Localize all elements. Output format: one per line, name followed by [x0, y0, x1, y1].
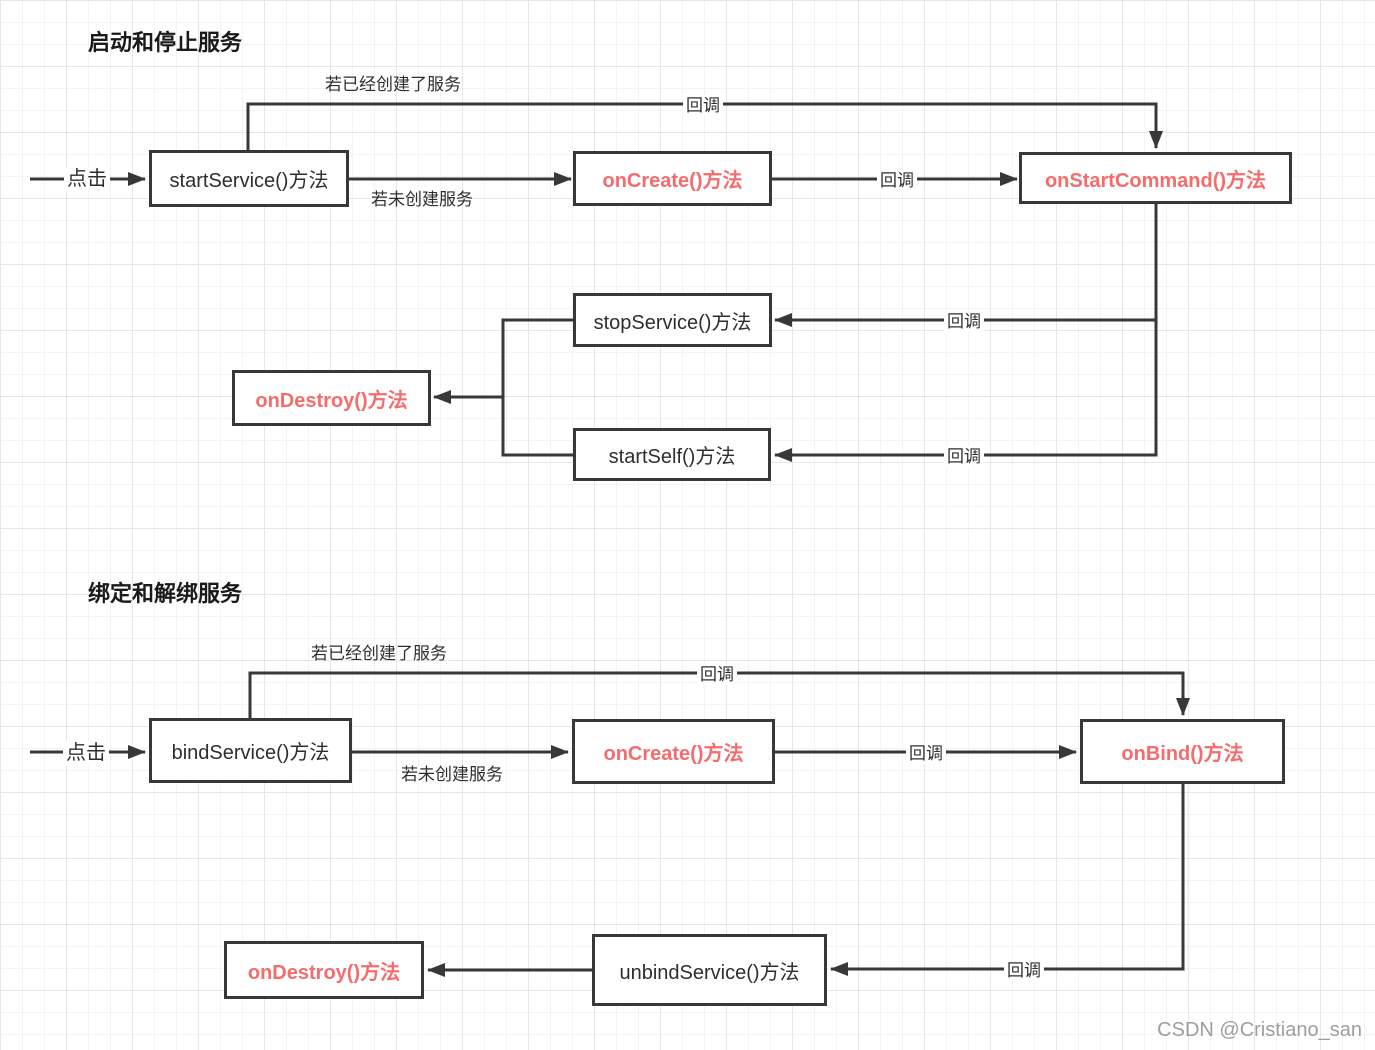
- node-ondestroy-2: onDestroy()方法: [224, 941, 424, 999]
- node-unbind-service: unbindService()方法: [592, 934, 827, 1006]
- label-if-created-1: 若已经创建了服务: [325, 75, 461, 94]
- label-if-created-2: 若已经创建了服务: [311, 644, 447, 663]
- label-callback-stop: 回调: [944, 311, 984, 333]
- node-bind-service: bindService()方法: [149, 718, 352, 783]
- label-if-not-created-1: 若未创建服务: [371, 190, 473, 209]
- node-oncreate-1: onCreate()方法: [573, 151, 772, 206]
- node-onbind: onBind()方法: [1080, 719, 1285, 784]
- node-ondestroy-1: onDestroy()方法: [232, 370, 431, 426]
- watermark-text: CSDN @Cristiano_san: [1157, 1019, 1362, 1041]
- edge-stop-self-junction: [501, 318, 573, 457]
- label-callback-self: 回调: [944, 446, 984, 468]
- section-title-bind-unbind: 绑定和解绑服务: [88, 581, 243, 606]
- label-click-1: 点击: [64, 167, 110, 192]
- edge-onbind-to-unbindservice: [830, 784, 1185, 976]
- node-start-self: startSelf()方法: [573, 428, 771, 481]
- label-if-not-created-2: 若未创建服务: [401, 765, 503, 784]
- node-start-service: startService()方法: [149, 150, 349, 207]
- label-callback-create-bind: 回调: [906, 743, 946, 765]
- label-click-2: 点击: [63, 741, 109, 766]
- label-callback-unbind: 回调: [1004, 960, 1044, 982]
- node-oncreate-2: onCreate()方法: [572, 719, 775, 784]
- edge-onstartcommand-to-startself: [774, 204, 1158, 462]
- node-onstartcommand: onStartCommand()方法: [1019, 152, 1292, 204]
- node-stop-service: stopService()方法: [573, 293, 772, 347]
- section-title-start-stop: 启动和停止服务: [88, 30, 243, 55]
- label-callback-create-start: 回调: [877, 170, 917, 192]
- label-callback-top-2: 回调: [697, 664, 737, 686]
- label-callback-top-1: 回调: [683, 95, 723, 117]
